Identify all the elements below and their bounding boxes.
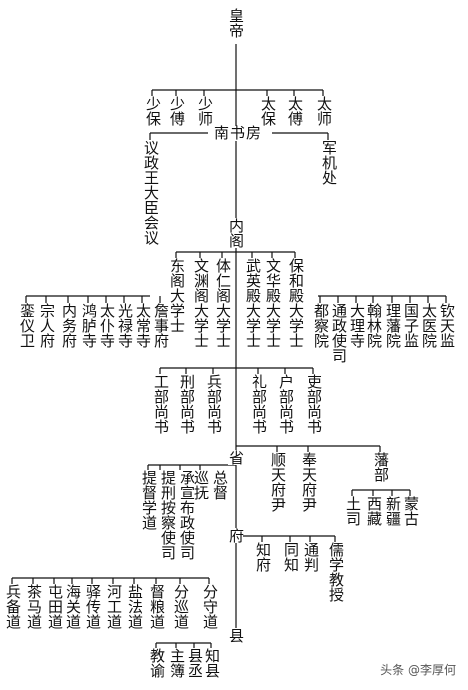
advisor-taibao: 太保 [259, 96, 277, 126]
vassal-xinjiang: 新疆 [384, 496, 402, 526]
circuit-fenshou: 分守道 [201, 584, 219, 629]
county-assistant: 县丞 [186, 648, 204, 678]
vassal-tibet: 西藏 [365, 496, 383, 526]
bureau-hanlinyuan: 翰林院 [365, 303, 383, 348]
south-study-node: 南书房 [212, 124, 265, 142]
bureau-honglusi: 鸿胪寺 [80, 303, 98, 348]
bureau-qintianjian: 钦天监 [438, 303, 456, 348]
grand-secretary-tirenge: 体仁阁大学士 [214, 258, 232, 348]
bureau-dalisi: 大理寺 [348, 303, 366, 348]
grand-secretary-dongge: 东阁大学士 [168, 258, 186, 333]
bureau-taiyiyuan: 太医院 [420, 303, 438, 348]
circuit-duliang: 督粮道 [148, 584, 166, 629]
grand-council-node: 军机处 [320, 140, 338, 185]
assistant-prefect: 通判 [302, 542, 320, 572]
shuntian-prefect: 顺天府尹 [269, 452, 287, 512]
county-magistrate: 知县 [203, 648, 221, 678]
bureau-lifanyuan: 理藩院 [384, 303, 402, 348]
emperor-node: 皇帝 [227, 8, 245, 38]
provincial-education-circuit: 提督学道 [140, 470, 158, 530]
bureau-duchayuan: 都察院 [312, 303, 330, 348]
bureau-taichangsi: 太常寺 [134, 303, 152, 348]
circuit-hegong: 河工道 [105, 584, 123, 629]
bureau-neiwufu: 内务府 [60, 303, 78, 348]
vice-prefect: 同知 [282, 542, 300, 572]
grand-secretary-wenyuange: 文渊阁大学士 [192, 258, 210, 348]
circuit-tuntian: 屯田道 [46, 584, 64, 629]
circuit-yanfa: 盐法道 [126, 584, 144, 629]
grand-secretary-wuyingdian: 武英殿大学士 [244, 258, 262, 348]
vassal-node: 藩部 [372, 452, 390, 482]
county-registrar: 主簿 [168, 648, 186, 678]
circuit-yichuan: 驿传道 [84, 584, 102, 629]
circuit-haiguan: 海关道 [64, 584, 82, 629]
provincial-judicial-commissioner: 提刑按察使司 [159, 470, 177, 560]
county-node: 县 [227, 628, 245, 643]
provincial-administration-commissioner: 承宣布政使司 [178, 470, 196, 560]
provincial-governor: 巡抚 [192, 470, 210, 500]
bureau-tongzhengshisi: 通政使司 [330, 303, 348, 363]
circuit-fenxun: 分巡道 [172, 584, 190, 629]
grand-secretary-baohedian: 保和殿大学士 [287, 258, 305, 348]
minister-works: 工部尚书 [152, 374, 170, 434]
grand-secretariat-node: 内阁 [227, 218, 245, 248]
vassal-mongolia: 蒙古 [402, 496, 420, 526]
minister-rites: 礼部尚书 [250, 374, 268, 434]
grand-secretary-wenhuadian: 文华殿大学士 [264, 258, 282, 348]
provincial-governor-general: 总督 [211, 470, 229, 500]
prefect: 知府 [254, 542, 272, 572]
circuit-chama: 茶马道 [25, 584, 43, 629]
bureau-guanglusi: 光禄寺 [116, 303, 134, 348]
advisor-shaobao: 少保 [144, 96, 162, 126]
bureau-zongrenfu: 宗人府 [38, 303, 56, 348]
confucian-instructor: 儒学教授 [327, 542, 345, 602]
council-of-princes-node: 议政王大臣会议 [142, 140, 160, 245]
province-node: 省 [227, 450, 245, 465]
minister-personnel: 吏部尚书 [305, 374, 323, 434]
bureau-taipusi: 太仆寺 [98, 303, 116, 348]
fengtian-prefect: 奉天府尹 [300, 452, 318, 512]
bureau-guozijian: 国子监 [402, 303, 420, 348]
minister-war: 兵部尚书 [205, 374, 223, 434]
prefecture-node: 府 [227, 528, 245, 543]
advisor-taifu: 太傅 [286, 96, 304, 126]
vassal-tusi: 土司 [344, 496, 362, 526]
advisor-taishi: 太师 [315, 96, 333, 126]
advisor-shaofu: 少傅 [168, 96, 186, 126]
minister-revenue: 户部尚书 [277, 374, 295, 434]
county-instructor: 教谕 [148, 648, 166, 678]
advisor-shaoshi: 少师 [196, 96, 214, 126]
bureau-zhanshifu: 詹事府 [152, 303, 170, 348]
minister-justice: 刑部尚书 [178, 374, 196, 434]
watermark: 头条 @李厚何 [380, 663, 456, 677]
bureau-luanyiwei: 銮仪卫 [18, 303, 36, 348]
circuit-bingbei: 兵备道 [4, 584, 22, 629]
